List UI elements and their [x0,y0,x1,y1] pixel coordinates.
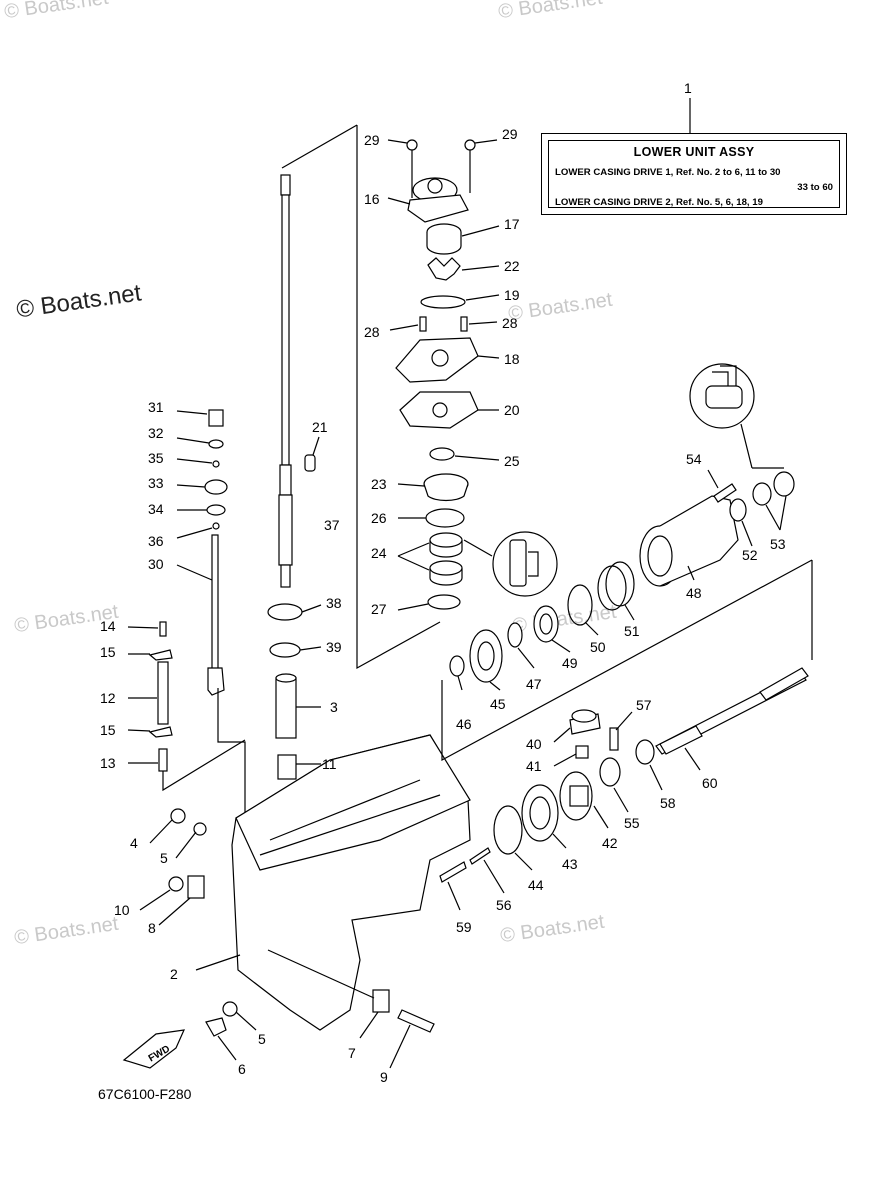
part-number: 40 [526,736,542,752]
part-number: 8 [148,920,156,936]
part-number: 60 [702,775,718,791]
legend-title: LOWER UNIT ASSY [633,145,755,159]
part-number: 19 [504,287,520,303]
part-number: 35 [148,450,164,466]
part-number: 54 [686,451,702,467]
part-number: 29 [502,126,518,142]
part-number: 51 [624,623,640,639]
part-number: 13 [100,755,116,771]
part-number: 39 [326,639,342,655]
part-number: 14 [100,618,116,634]
part-number: 42 [602,835,618,851]
part-number: 33 [148,475,164,491]
part-number: 37 [324,517,340,533]
legend-line-drive2: LOWER CASING DRIVE 2, Ref. No. 5, 6, 18,… [555,197,763,208]
part-number: 1 [684,80,692,96]
part-number: 55 [624,815,640,831]
part-number: 17 [504,216,520,232]
part-number: 11 [322,756,337,772]
part-number: 16 [364,191,380,207]
part-number: 26 [371,510,387,526]
part-number: 58 [660,795,676,811]
part-number: 5 [160,850,168,866]
part-number: 44 [528,877,544,893]
part-number: 46 [456,716,472,732]
part-number: 22 [504,258,520,274]
part-number: 28 [364,324,380,340]
part-number: 32 [148,425,164,441]
part-number: 10 [114,902,130,918]
part-number: 34 [148,501,164,517]
part-number: 38 [326,595,342,611]
part-number: 27 [371,601,387,617]
part-number: 25 [504,453,520,469]
part-number: 57 [636,697,652,713]
part-number: 21 [312,419,328,435]
part-number: 28 [502,315,518,331]
part-number: 45 [490,696,506,712]
part-number: 4 [130,835,138,851]
part-number: 24 [371,545,387,561]
part-number: 43 [562,856,578,872]
part-number: 53 [770,536,786,552]
legend-line-drive1-cont: 33 to 60 [797,182,833,193]
part-number: 23 [371,476,387,492]
part-number: 20 [504,402,520,418]
part-number: 29 [364,132,380,148]
part-number: 31 [148,399,164,415]
part-number: 15 [100,722,116,738]
part-number: 36 [148,533,164,549]
part-number: 3 [330,699,338,715]
part-number: 7 [348,1045,356,1061]
part-number: 50 [590,639,606,655]
assembly-legend: LOWER UNIT ASSY LOWER CASING DRIVE 1, Re… [541,133,847,215]
part-number: 56 [496,897,512,913]
part-number: 15 [100,644,116,660]
part-number: 6 [238,1061,246,1077]
part-number: 48 [686,585,702,601]
part-number: 12 [100,690,116,706]
part-number: 9 [380,1069,388,1085]
part-number: 30 [148,556,164,572]
part-number: 18 [504,351,520,367]
part-number: 47 [526,676,542,692]
part-number: 49 [562,655,578,671]
legend-line-drive1: LOWER CASING DRIVE 1, Ref. No. 2 to 6, 1… [555,167,781,178]
diagram-code: 67C6100-F280 [98,1086,192,1102]
part-number: 41 [526,758,542,774]
part-number: 59 [456,919,472,935]
part-number: 5 [258,1031,266,1047]
part-number: 2 [170,966,178,982]
part-number: 52 [742,547,758,563]
